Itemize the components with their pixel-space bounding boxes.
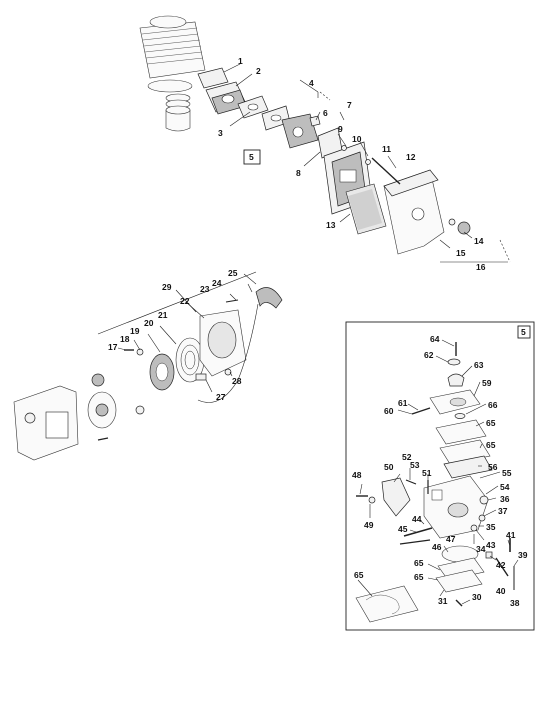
callout-47: 47	[446, 534, 456, 544]
callout-45: 45	[398, 524, 408, 534]
callout-6: 6	[323, 108, 328, 118]
callout-52: 52	[402, 452, 412, 462]
callout-39: 39	[518, 550, 528, 560]
callout-66: 66	[488, 400, 498, 410]
callout-37: 37	[498, 506, 508, 516]
callout-21: 21	[158, 310, 168, 320]
callout-61: 61	[398, 398, 408, 408]
callout-14: 14	[474, 236, 484, 246]
callout-15: 15	[456, 248, 466, 258]
callout-8: 8	[296, 168, 301, 178]
detail-panel-frame	[345, 321, 535, 631]
callout-22: 22	[180, 296, 190, 306]
callout-27: 27	[216, 392, 226, 402]
carburettor-detail-parts	[355, 342, 515, 623]
callout-41: 41	[506, 530, 516, 540]
callout-53: 53	[410, 460, 420, 470]
callout-29: 29	[162, 282, 172, 292]
callout-17: 17	[108, 342, 118, 352]
callout-56: 56	[488, 462, 498, 472]
callout-65d: 65	[414, 572, 424, 582]
screws-upper	[341, 145, 401, 185]
callout-38: 38	[510, 598, 520, 608]
callout-65e: 65	[354, 570, 364, 580]
callout-7: 7	[347, 100, 352, 110]
callout-35: 35	[486, 522, 496, 532]
air-filter-cover	[383, 169, 445, 255]
callout-54: 54	[500, 482, 510, 492]
callout-4: 4	[309, 78, 314, 88]
callout-34: 34	[476, 544, 486, 554]
callout-65c: 65	[414, 558, 424, 568]
detail-panel-tag	[517, 325, 531, 339]
callout-18: 18	[120, 334, 130, 344]
foam-filter	[345, 183, 387, 235]
callout-50: 50	[384, 462, 394, 472]
detail-ref-box-label: 5	[249, 152, 254, 162]
callout-10: 10	[352, 134, 362, 144]
cover-knob	[448, 218, 471, 235]
callout-9: 9	[338, 124, 343, 134]
callout-43: 43	[486, 540, 496, 550]
callout-31: 31	[438, 596, 448, 606]
intake-stack	[197, 67, 291, 131]
callout-28: 28	[232, 376, 242, 386]
callout-16: 16	[476, 262, 486, 272]
callout-49: 49	[364, 520, 374, 530]
callout-42: 42	[496, 560, 506, 570]
callout-44: 44	[412, 514, 422, 524]
starter-assembly	[13, 287, 283, 461]
callout-48: 48	[352, 470, 362, 480]
starter-leaders	[97, 271, 257, 393]
detail-ref-box	[243, 149, 261, 165]
callout-64: 64	[430, 334, 440, 344]
callout-24: 24	[212, 278, 222, 288]
callout-12: 12	[406, 152, 416, 162]
cylinder-assembly	[139, 15, 206, 132]
callout-19: 19	[130, 326, 140, 336]
callout-30: 30	[472, 592, 482, 602]
callout-55: 55	[502, 468, 512, 478]
carburettor	[281, 113, 321, 149]
callout-25: 25	[228, 268, 238, 278]
callout-65b: 65	[486, 440, 496, 450]
callout-11: 11	[382, 144, 391, 154]
callout-1: 1	[238, 56, 243, 66]
upper-leaders	[223, 63, 511, 263]
carburettor-detail-leaders	[357, 339, 519, 605]
callout-46: 46	[432, 542, 442, 552]
callout-2: 2	[256, 66, 261, 76]
detail-panel-label: 5	[521, 327, 526, 337]
callout-13: 13	[326, 220, 336, 230]
callout-23: 23	[200, 284, 210, 294]
callout-40: 40	[496, 586, 506, 596]
callout-51: 51	[422, 468, 432, 478]
callout-59: 59	[482, 378, 492, 388]
callout-36: 36	[500, 494, 510, 504]
callout-63: 63	[474, 360, 484, 370]
callout-62: 62	[424, 350, 434, 360]
callout-60: 60	[384, 406, 394, 416]
callout-65a: 65	[486, 418, 496, 428]
callout-20: 20	[144, 318, 154, 328]
callout-3: 3	[218, 128, 223, 138]
